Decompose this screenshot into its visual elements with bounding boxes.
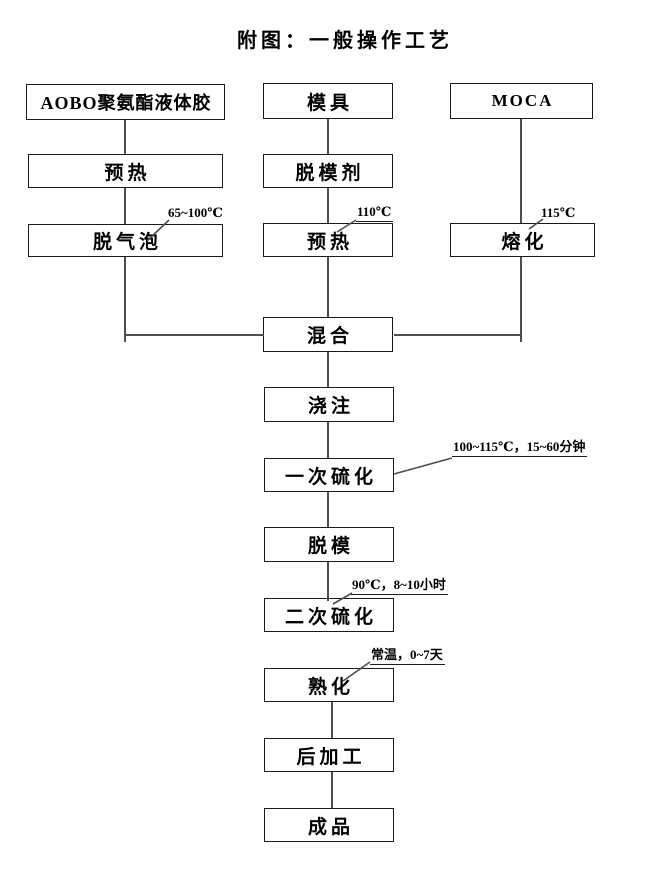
flow-node-mature: 熟化 [264, 668, 394, 702]
flow-node-primary-cure: 一次硫化 [264, 458, 394, 492]
connector-moca-melt [520, 119, 522, 223]
flow-node-demold: 脱模 [264, 527, 394, 562]
leader-primary-cure-cond [393, 457, 453, 475]
flow-node-preheat-mold: 预热 [263, 223, 393, 257]
connector-demold-cure2 [327, 562, 329, 601]
connector-degas-down [124, 257, 126, 342]
connector-mature-post [331, 702, 333, 738]
flow-node-aobo-liquid-glue: AOBO聚氨酯液体胶 [26, 84, 225, 120]
flow-node-finished-product: 成品 [264, 808, 394, 842]
connector-pour-cure1 [327, 422, 329, 458]
annotation-mature-conditions: 常温，0~7天 [370, 648, 445, 665]
annotation-degas-temp: 65~100℃ [168, 205, 223, 220]
connector-preheat-degas [124, 188, 126, 224]
connector-preheat-mix [327, 257, 329, 317]
flow-node-mix: 混合 [263, 317, 393, 352]
flow-node-moca: MOCA [450, 83, 593, 119]
flow-node-preheat-glue: 预热 [28, 154, 223, 188]
diagram-title: 附图：一般操作工艺 [237, 30, 453, 52]
connector-right-into-mix [394, 334, 521, 336]
flow-node-release-agent: 脱模剂 [263, 154, 393, 188]
connector-post-product [331, 772, 333, 808]
annotation-preheat-mold-temp: 110℃ [356, 205, 394, 222]
flow-node-secondary-cure: 二次硫化 [264, 598, 394, 632]
connector-aobo-preheat [124, 120, 126, 154]
connector-mix-pour [327, 352, 329, 387]
annotation-melt-temp: 115℃ [541, 205, 576, 220]
connector-mold-release [327, 119, 329, 154]
flow-node-degas: 脱气泡 [28, 224, 223, 257]
flow-node-pour: 浇注 [264, 387, 394, 422]
connector-melt-down [520, 257, 522, 342]
annotation-secondary-cure-conditions: 90℃，8~10小时 [351, 578, 448, 595]
flow-node-mold: 模具 [263, 83, 393, 119]
annotation-primary-cure-conditions: 100~115℃，15~60分钟 [452, 440, 588, 457]
flow-node-post-process: 后加工 [264, 738, 394, 772]
connector-left-into-mix [125, 334, 264, 336]
connector-cure1-demold [327, 492, 329, 527]
flow-node-melt: 熔化 [450, 223, 595, 257]
connector-release-preheat [327, 188, 329, 223]
